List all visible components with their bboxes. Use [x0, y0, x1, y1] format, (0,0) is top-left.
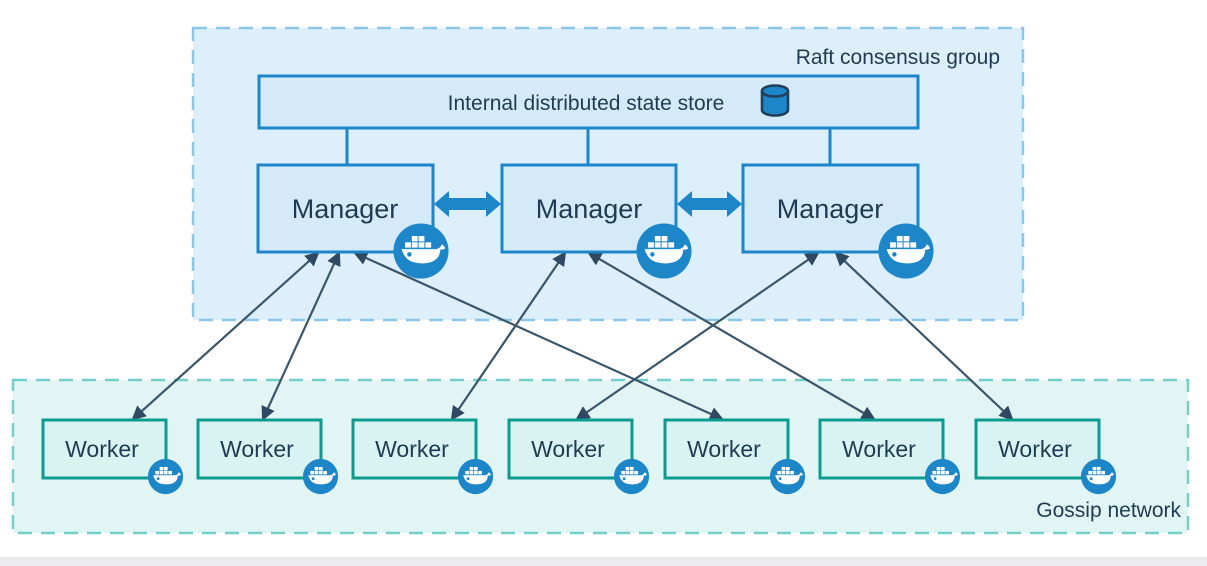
docker-whale-icon [613, 458, 650, 495]
manager-label-3: Manager [777, 194, 884, 224]
manager-node-3: Manager [741, 163, 934, 279]
worker-node-2: Worker [196, 418, 339, 495]
arrow-manager3-worker4 [575, 251, 820, 421]
worker-label-2: Worker [220, 436, 294, 462]
arrow-manager3-worker7 [834, 251, 1014, 421]
manager2-manager3-peer-arrow [677, 191, 742, 217]
worker-label-5: Worker [687, 436, 761, 462]
docker-whale-icon [636, 223, 692, 279]
docker-whale-icon [302, 458, 339, 495]
worker-box-7 [974, 418, 1101, 480]
worker-box-6 [818, 418, 945, 480]
worker-label-6: Worker [842, 436, 916, 462]
worker-label-7: Worker [998, 436, 1072, 462]
state-store-label: Internal distributed state store [448, 92, 725, 115]
worker-box-5 [663, 418, 790, 480]
worker-node-5: Worker [663, 418, 806, 495]
raft-group-label: Raft consensus group [796, 46, 1000, 69]
worker-node-4: Worker [507, 418, 650, 495]
worker-box-2 [196, 418, 323, 480]
worker-label-3: Worker [375, 436, 449, 462]
manager-node-2: Manager [500, 163, 692, 279]
docker-whale-icon [457, 458, 494, 495]
state-store-box [257, 74, 920, 130]
docker-whale-icon [878, 223, 934, 279]
gossip-group-label: Gossip network [1036, 499, 1181, 522]
worker-box-1 [41, 418, 168, 480]
database-icon [760, 84, 790, 117]
manager1-manager2-peer-arrow [434, 191, 501, 217]
arrow-manager2-worker3 [450, 251, 567, 421]
docker-whale-icon [924, 458, 961, 495]
manager-label-2: Manager [536, 194, 643, 224]
manager-node-1: Manager [256, 163, 449, 279]
manager-label-1: Manager [292, 194, 399, 224]
arrow-manager1-worker2 [261, 251, 341, 421]
docker-whale-icon [147, 458, 184, 495]
docker-whale-icon [769, 458, 806, 495]
docker-whale-icon [1080, 458, 1117, 495]
bottom-edge-strip [0, 557, 1207, 566]
worker-label-4: Worker [531, 436, 605, 462]
worker-label-1: Worker [65, 436, 139, 462]
worker-node-6: Worker [818, 418, 961, 495]
worker-node-3: Worker [351, 418, 494, 495]
worker-box-3 [351, 418, 478, 480]
docker-whale-icon [393, 223, 449, 279]
worker-node-7: Worker [974, 418, 1117, 495]
worker-node-1: Worker [41, 418, 184, 495]
worker-box-4 [507, 418, 634, 480]
